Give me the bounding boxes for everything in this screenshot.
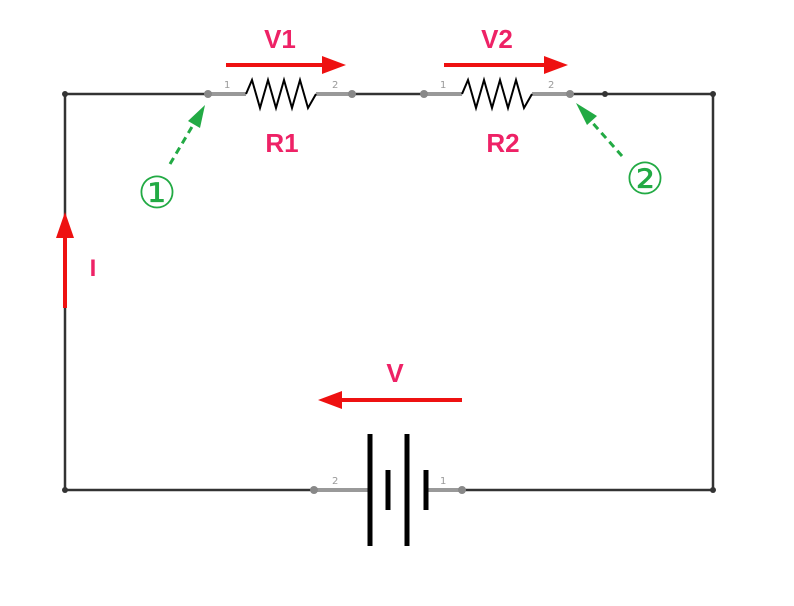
marker-pointers [168,103,624,165]
v1-arrow [226,56,346,74]
battery-pin-right: 1 [440,476,446,487]
r2-pin-right: 2 [548,80,554,91]
current-arrow [56,212,74,308]
battery: 2 1 [310,434,466,546]
red-arrows [56,56,568,409]
r1-label: R1 [265,128,298,158]
junction-dot [62,91,68,97]
r2-pin-left: 1 [440,80,446,91]
marker-1-pointer [168,105,205,165]
marker-2-pointer [576,103,624,157]
labels: V1 V2 R1 R2 I V ① ② [90,24,665,388]
junction-dots [62,91,716,493]
resistor-r2: 1 2 [420,76,574,112]
wires [63,92,715,492]
source-voltage-label: V [386,358,404,388]
resistor-r1: 1 2 [204,76,356,112]
junction-dot [62,487,68,493]
v1-label: V1 [264,24,296,54]
marker-2-label: ② [625,154,664,205]
junction-dot [710,91,716,97]
r2-label: R2 [486,128,519,158]
junction-dot [710,487,716,493]
junction-dot [602,91,608,97]
battery-pin-left: 2 [332,476,338,487]
current-label: I [90,255,97,282]
v2-label: V2 [481,24,513,54]
marker-1-label: ① [137,168,176,219]
r1-pin-left: 1 [224,80,230,91]
r1-pin-right: 2 [332,80,338,91]
v2-arrow [444,56,568,74]
source-voltage-arrow [318,391,462,409]
